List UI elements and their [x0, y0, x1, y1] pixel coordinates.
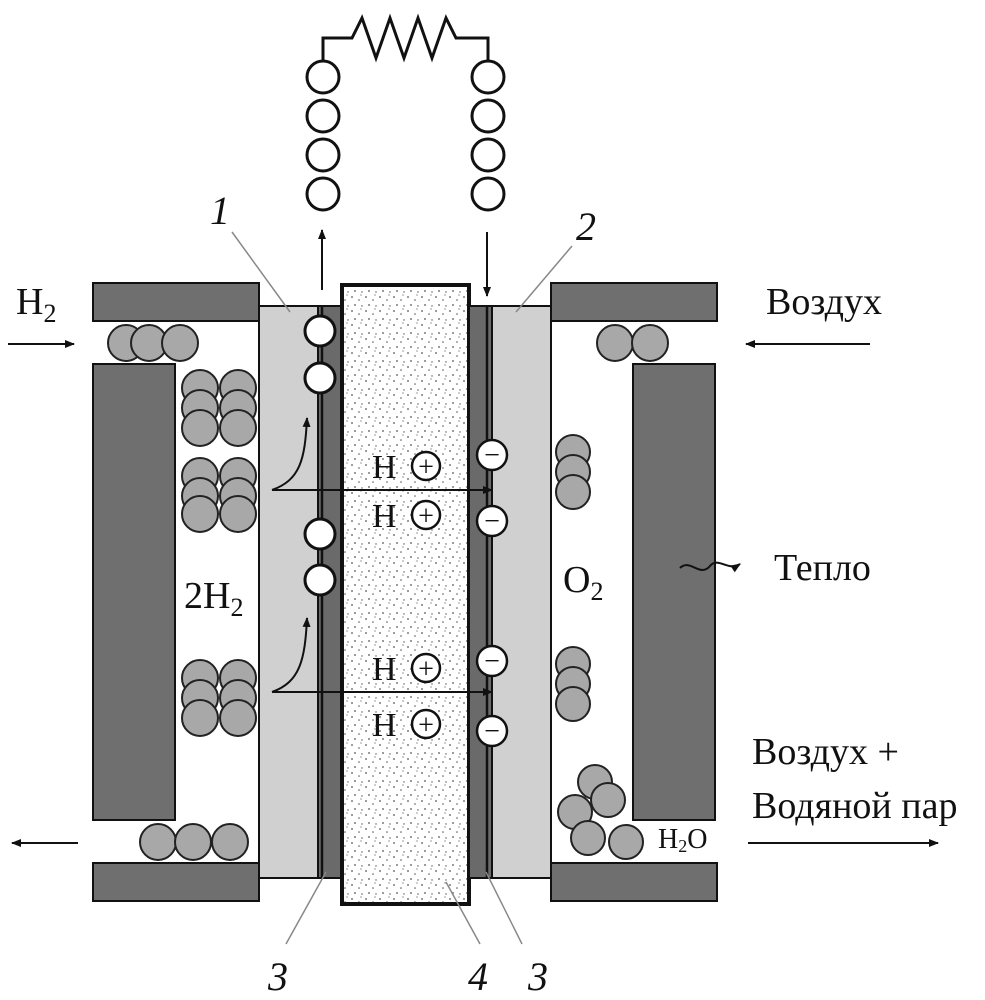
heat-label: Тепло: [774, 547, 871, 589]
leader-1: [231, 231, 291, 313]
svg-text:−: −: [484, 716, 500, 747]
load-resistor: [321, 13, 490, 70]
air-inlet-label: Воздух: [766, 281, 882, 323]
svg-text:−: −: [484, 506, 500, 537]
cathode-electron-2: −: [475, 504, 509, 538]
svg-text:+: +: [418, 654, 434, 685]
electron-chain-left: [305, 59, 341, 212]
proton-2: H +: [372, 498, 442, 535]
callout-cathode: 2: [576, 204, 596, 249]
hydrogen-molecules: [107, 324, 257, 861]
cathode-gas-label: O2: [563, 559, 603, 606]
svg-text:H: H: [372, 498, 397, 535]
cathode-bottom-plate: [550, 862, 718, 902]
svg-text:−: −: [484, 646, 500, 677]
air-outlet-label-line2: Водяной пар: [752, 785, 957, 827]
anode-gas-label: 2H2: [184, 575, 243, 622]
water-label: H2O: [658, 824, 707, 856]
cathode-electrode: [491, 305, 552, 879]
anode-electrons: [303, 314, 337, 597]
electron-chain-right: [470, 59, 506, 212]
svg-text:−: −: [484, 440, 500, 471]
anode-side-plate: [92, 363, 176, 821]
air-outlet-label-line1: Воздух +: [752, 731, 899, 773]
cathode-electron-4: −: [475, 714, 509, 748]
leader-3-left: [285, 871, 327, 945]
cathode-top-plate: [550, 282, 718, 322]
leader-2: [515, 245, 573, 313]
svg-text:+: +: [418, 710, 434, 741]
callout-anode: 1: [210, 188, 230, 233]
cathode-electron-1: −: [475, 438, 509, 472]
cathode-electron-3: −: [475, 644, 509, 678]
electron-path-lower: [271, 617, 311, 693]
h2-inlet-label: H2: [16, 281, 56, 328]
proton-1: H +: [372, 449, 442, 486]
proton-3: H +: [372, 651, 442, 688]
svg-text:+: +: [418, 501, 434, 532]
callout-membrane: 4: [468, 954, 488, 999]
heat-arrow: [679, 561, 741, 573]
cathode-catalyst-layer: [468, 305, 493, 879]
leader-4: [445, 881, 481, 945]
svg-text:H: H: [372, 651, 397, 688]
electron-path-upper: [271, 417, 311, 491]
anode-electrode: [258, 305, 319, 879]
proton-4: H +: [372, 707, 442, 744]
callout-catalyst-right: 3: [527, 954, 548, 999]
callout-catalyst-left: 3: [267, 954, 288, 999]
anode-top-plate: [92, 282, 260, 322]
svg-text:H: H: [372, 707, 397, 744]
svg-text:H: H: [372, 449, 397, 486]
oxygen-molecules: [555, 324, 669, 860]
anode-bottom-plate: [92, 862, 260, 902]
svg-text:+: +: [418, 452, 434, 483]
cathode-side-plate: [632, 363, 716, 821]
leader-3-right: [485, 871, 523, 945]
